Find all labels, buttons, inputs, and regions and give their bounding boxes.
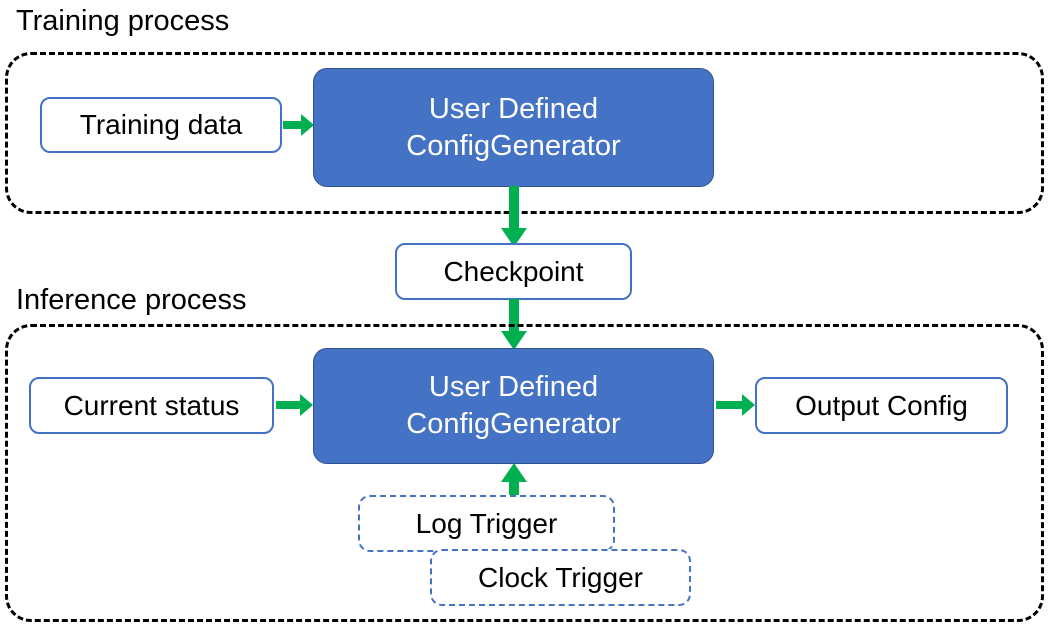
clock-trigger-node[interactable]: Clock Trigger [430,549,691,606]
training-data-label: Training data [79,109,243,140]
current-status-node[interactable]: Current status [29,377,274,434]
inference-process-title: Inference process [16,284,247,316]
output-config-label: Output Config [795,389,968,421]
clock-trigger-label: Clock Trigger [478,561,643,593]
inference-generator-line2: ConfigGenerator [406,408,621,440]
training-generator-line2: ConfigGenerator [406,129,621,162]
training-process-container [5,52,1044,214]
inference-process-container [5,324,1044,622]
training-data-node[interactable]: Training data [40,97,282,153]
arrow-training-data-to-generator [283,112,315,138]
training-config-generator-node[interactable]: User Defined ConfigGenerator [313,68,714,187]
checkpoint-node[interactable]: Checkpoint [395,243,632,300]
inference-generator-line1: User Defined [428,371,599,403]
arrow-generator-to-output-config [716,392,756,418]
arrow-log-trigger-to-generator [498,463,530,499]
log-trigger-node[interactable]: Log Trigger [358,495,615,552]
log-trigger-label: Log Trigger [415,507,558,539]
output-config-node[interactable]: Output Config [755,377,1008,434]
training-generator-line1: User Defined [428,92,599,125]
current-status-label: Current status [63,389,240,421]
checkpoint-label: Checkpoint [443,255,584,287]
training-process-title: Training process [16,5,230,37]
inference-config-generator-node[interactable]: User Defined ConfigGenerator [313,348,714,464]
arrow-training-generator-to-checkpoint [498,186,530,248]
arrow-current-status-to-generator [276,392,314,418]
